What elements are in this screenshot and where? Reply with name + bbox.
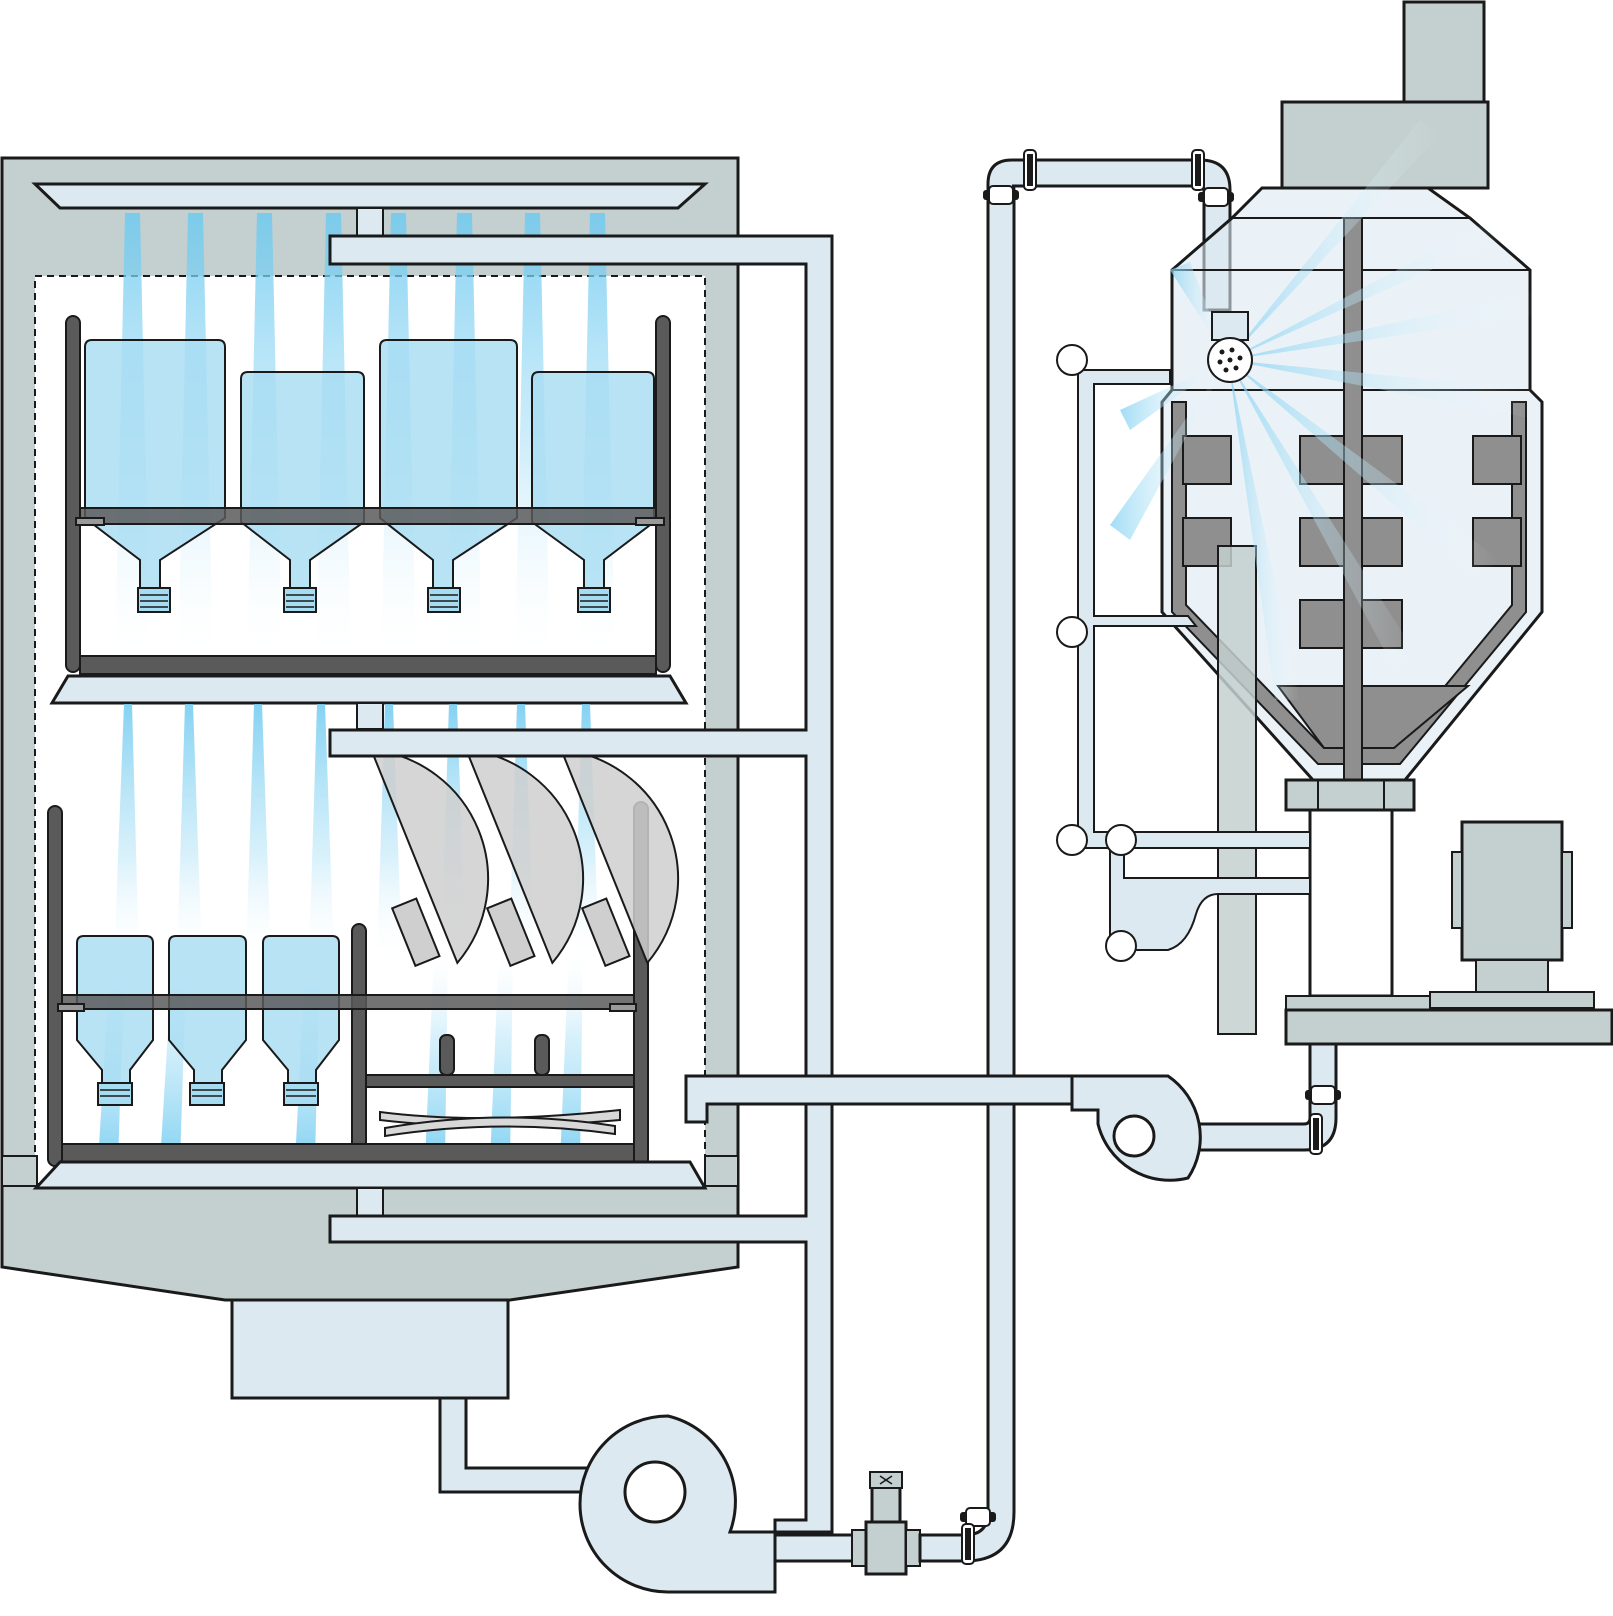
dish-cover-2 [464,748,585,968]
large-bottles [84,339,655,613]
valve-5 [1191,149,1205,191]
fitting-4 [1105,824,1137,856]
return-valves [1305,1085,1341,1155]
spray-ball [1207,311,1253,383]
middle-spray-bar [49,674,689,730]
vessel-outlet-flange [1284,778,1416,998]
sump-outlet-pipe [438,1396,602,1494]
pump-discharge-pipe [773,1533,857,1563]
flow-meter [851,1471,921,1576]
valve-1 [960,1507,996,1527]
return-valve-1 [1305,1085,1341,1105]
dish-covers [369,748,680,968]
washer-supply-manifold [328,234,834,1534]
small-bottle-2 [168,935,247,1106]
vessel-side-piping [1056,344,1311,962]
upper-rack [65,315,671,675]
drive-motor [1451,820,1573,993]
return-valve-2 [1309,1113,1323,1155]
bottle-2 [240,371,365,613]
upper-rack-crossbar [75,507,665,526]
dish-cover-1 [369,748,490,968]
utensils [379,1108,621,1138]
fitting-1 [1056,344,1088,376]
vessel-base-platform [1284,991,1613,1046]
fitting-2 [1056,616,1088,648]
small-bottles [76,935,340,1106]
bottle-3 [379,339,518,613]
valves [960,149,1234,1565]
valve-2 [961,1523,975,1565]
bottle-1 [84,339,226,613]
small-bottle-3 [262,935,340,1106]
small-bottle-1 [76,935,154,1106]
fitting-5 [1105,930,1137,962]
lower-rack-crossbar [57,994,637,1012]
bottle-4 [531,371,655,613]
dish-cover-3 [559,748,680,968]
sump-tank [230,1298,510,1400]
valve-6 [1198,187,1234,207]
valve-3 [983,185,1019,205]
vessel-return-pump [1070,1074,1202,1182]
fitting-3 [1056,824,1088,856]
recirculation-pump [578,1414,777,1594]
dip-tube [1217,545,1257,1035]
valve-4 [1023,149,1037,191]
vessel-motor-housing [1280,0,1490,190]
spray-ball-jets [1110,120,1540,700]
lower-spray-bar [32,1160,708,1217]
